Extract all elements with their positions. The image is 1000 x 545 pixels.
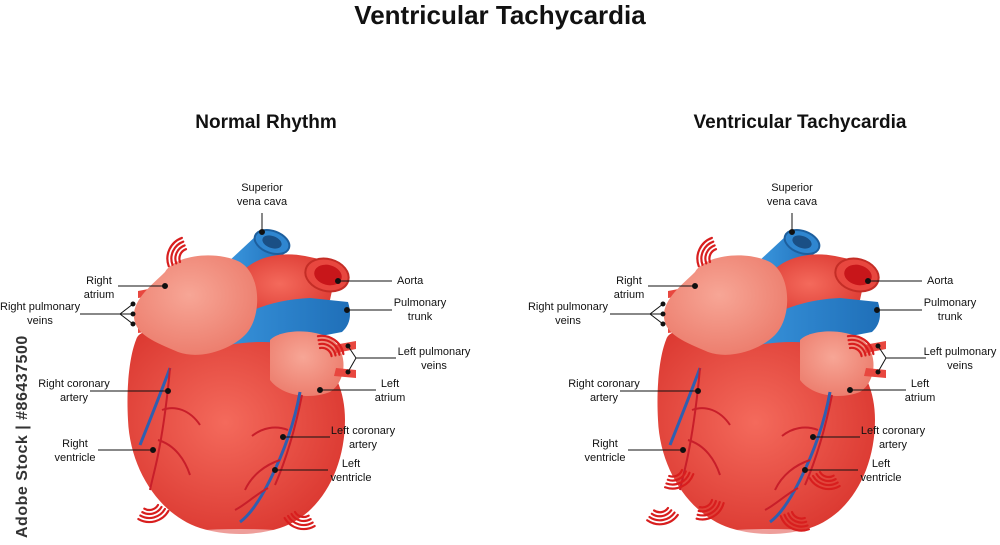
heart-vt bbox=[608, 211, 928, 541]
heart-normal bbox=[78, 211, 398, 541]
panel-title-vt: Ventricular Tachycardia bbox=[693, 112, 907, 133]
label-aorta: Aorta bbox=[927, 275, 954, 287]
vibration-waves bbox=[646, 501, 679, 535]
panel-title-normal: Normal Rhythm bbox=[195, 112, 337, 133]
main-title: Ventricular Tachycardia bbox=[354, 0, 646, 30]
label-aorta: Aorta bbox=[397, 275, 424, 287]
